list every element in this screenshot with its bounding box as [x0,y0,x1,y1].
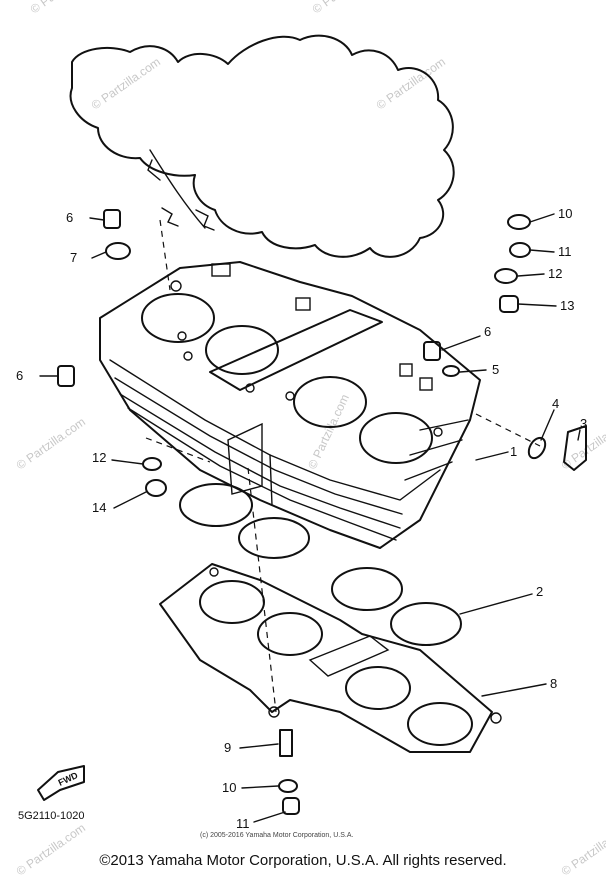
callout-7: 7 [70,250,77,265]
crankcase-detail [147,159,161,181]
callout-9: 9 [224,740,231,755]
leader-lines [39,213,581,823]
cylinder-block [99,261,481,549]
callout-6-left: 6 [16,368,23,383]
watermark-layer: © Partzilla.com © Partzilla.com © Partzi… [14,0,606,878]
callout-13: 13 [560,298,574,313]
base-gasket [159,563,502,753]
alignment-line [475,413,541,447]
callout-2: 2 [536,584,543,599]
callout-8: 8 [550,676,557,691]
watermark: © Partzilla.com [14,821,88,879]
watermark: © Partzilla.com [28,0,102,16]
callout-11-bottom: 11 [236,816,250,831]
callout-labels: 10 11 12 13 6 7 6 6 5 4 3 1 12 14 2 8 9 … [16,206,587,831]
callout-4: 4 [552,396,559,411]
callout-12-left: 12 [92,450,106,465]
figure-code: 5G2110-1020 [18,810,85,822]
callout-6-right: 6 [484,324,491,339]
watermark: © Partzilla.com [374,55,448,113]
watermark: © Partzilla.com [559,821,606,879]
alignment-line [247,467,277,713]
callout-3: 3 [580,416,587,431]
front-arrow-icon: FWD [37,765,85,801]
watermark: © Partzilla.com [305,392,352,471]
callout-10-top: 10 [558,206,572,221]
crankcase-outline [69,34,455,258]
watermark: © Partzilla.com [14,415,88,473]
callout-5: 5 [492,362,499,377]
callout-11-top: 11 [558,244,572,259]
callout-1: 1 [510,444,517,459]
hardware-parts [57,207,587,815]
callout-14: 14 [92,500,106,515]
callout-6-upper: 6 [66,210,73,225]
o-rings [179,483,462,646]
watermark: © Partzilla.com [89,55,163,113]
callout-10-bottom: 10 [222,780,236,795]
copyright-footer: ©2013 Yamaha Motor Corporation, U.S.A. A… [99,852,507,869]
watermark: © Partzilla.com [310,0,384,16]
callout-12-top: 12 [548,266,562,281]
alignment-line [145,437,211,463]
alignment-line [159,219,171,291]
crankcase-detail [149,149,206,229]
small-copyright: (c) 2005-2016 Yamaha Motor Corporation, … [200,832,354,839]
